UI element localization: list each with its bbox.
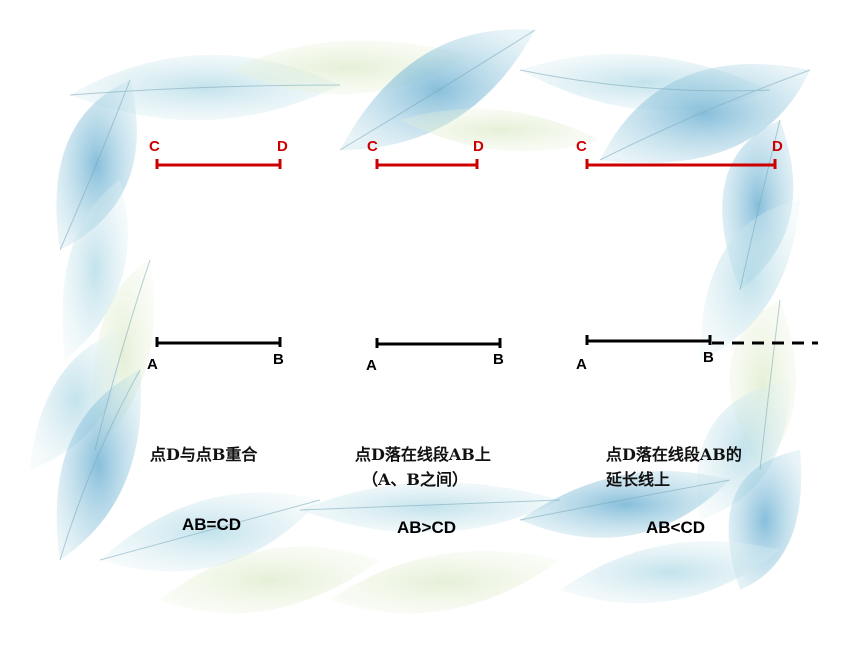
point-label-a: A — [366, 357, 377, 374]
point-label-a: A — [147, 356, 158, 373]
point-label-c: C — [149, 138, 160, 155]
point-label-b: B — [493, 351, 504, 368]
leaf-group-left — [30, 80, 155, 560]
point-label-b: B — [703, 349, 714, 366]
segment-ab-greater — [375, 338, 502, 348]
relation-less: AB<CD — [646, 518, 706, 537]
relation-greater: AB>CD — [397, 518, 457, 537]
segment-ab-less — [585, 335, 818, 345]
point-label-a: A — [576, 356, 587, 373]
point-label-b: B — [273, 351, 284, 368]
segment-cd-greater — [375, 159, 479, 169]
point-label-d: D — [772, 138, 783, 155]
point-label-d: D — [473, 138, 484, 155]
relation-equal: AB=CD — [182, 515, 242, 534]
segment-cd-equal — [155, 159, 282, 169]
case-greater-description-line2: （A、B之间） — [362, 470, 468, 489]
point-label-d: D — [277, 138, 288, 155]
case-less-description-line1: 点D落在线段AB的 — [606, 445, 742, 464]
point-label-c: C — [367, 138, 378, 155]
leaf-group-top — [70, 29, 810, 164]
leaf-group-bottom — [100, 471, 780, 614]
leaf-veins — [59, 29, 811, 561]
point-label-c: C — [576, 138, 587, 155]
case-less-description-line2: 延长线上 — [606, 470, 671, 489]
segment-cd-less — [585, 159, 777, 169]
case-greater-description-line1: 点D落在线段AB上 — [355, 445, 491, 464]
segment-ab-equal — [155, 337, 282, 347]
case-equal-description: 点D与点B重合 — [150, 445, 258, 464]
